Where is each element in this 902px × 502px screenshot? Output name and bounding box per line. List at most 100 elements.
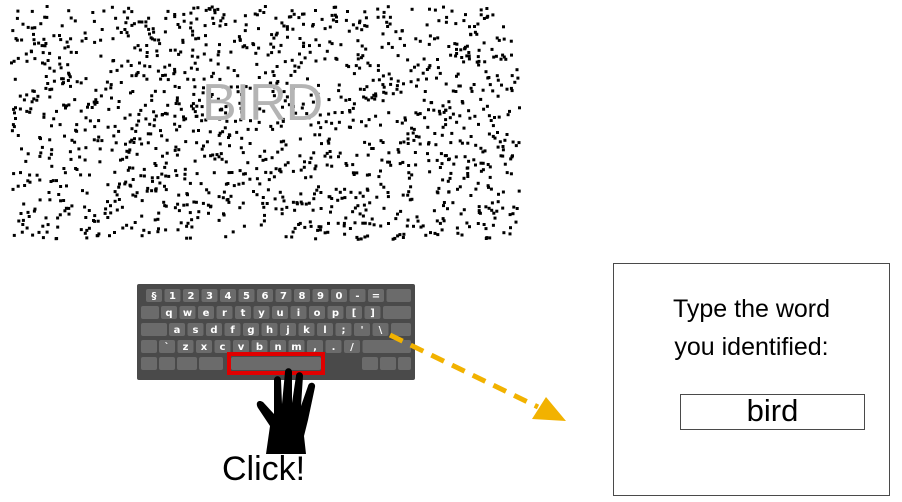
keyboard-key-label: r: [222, 308, 227, 319]
keyboard-key: [187, 323, 204, 336]
keyboard-key-label: -: [355, 291, 359, 302]
keyboard-key: [312, 289, 329, 302]
modifier-key: [391, 323, 411, 336]
keyboard-key: [224, 323, 241, 336]
keyboard-key: [327, 306, 344, 319]
keyboard-key-label: w: [183, 308, 192, 319]
keyboard-key-label: 8: [299, 291, 306, 302]
prompt-text: Type the word you identified:: [614, 290, 889, 366]
keyboard-key: [164, 289, 181, 302]
keyboard-key: [251, 340, 268, 353]
keyboard-key: [298, 323, 315, 336]
modifier-key: [199, 357, 223, 370]
spacebar-highlight: [227, 352, 325, 375]
spacebar-key: [231, 357, 321, 370]
keyboard-key: [331, 289, 347, 302]
keyboard-key-label: g: [247, 325, 254, 336]
noise-stimulus-panel: BIRD: [10, 5, 522, 242]
modifier-key: [362, 340, 411, 353]
modifier-key: [141, 357, 157, 370]
keyboard-key-label: b: [256, 342, 263, 353]
keyboard-key: [169, 323, 185, 336]
keyboard-key-label: 5: [243, 291, 250, 302]
keyboard-key-label: /: [350, 342, 354, 353]
keyboard-key: [294, 289, 310, 302]
keyboard-key-label: 6: [262, 291, 269, 302]
keyboard-key-label: q: [165, 308, 172, 319]
modifier-key: [386, 289, 411, 302]
modifier-key: [398, 357, 411, 370]
keyboard-key: [368, 289, 384, 302]
keyboard-key-label: ;: [342, 325, 346, 336]
keyboard-key-label: n: [274, 342, 281, 353]
keyboard-key: [201, 289, 218, 302]
keyboard-key: [349, 289, 366, 302]
keyboard-key-label: v: [238, 342, 245, 353]
keyboard-key: [214, 340, 231, 353]
keyboard-key: [253, 306, 270, 319]
keyboard-key-label: 3: [206, 291, 213, 302]
click-caption: Click!: [222, 450, 306, 488]
keyboard-key: [161, 306, 177, 319]
modifier-key: [177, 357, 197, 370]
keyboard-key: [354, 323, 370, 336]
keyboard-key: [238, 289, 255, 302]
keyboard-key-label: z: [183, 342, 189, 353]
keyboard-key-label: 0: [336, 291, 343, 302]
prompt-line-1: Type the word: [672, 295, 831, 323]
keyboard-key: [364, 306, 381, 319]
keyboard-key: [179, 306, 196, 319]
keyboard-key-label: ': [360, 325, 363, 336]
stimulus-word: BIRD: [202, 74, 323, 132]
keyboard-key: [233, 340, 249, 353]
keyboard-key-label: a: [174, 325, 181, 336]
keyboard-key: [146, 289, 162, 302]
keyboard-key: [261, 323, 278, 336]
keyboard-key: [288, 340, 305, 353]
keyboard-key-label: x: [201, 342, 208, 353]
keyboard-key-label: p: [332, 308, 339, 319]
keyboard-key-label: j: [285, 325, 289, 336]
prompt-line-2: you identified:: [674, 333, 829, 361]
keyboard-key: [235, 306, 251, 319]
modifier-key: [141, 340, 157, 353]
keyboard-key-label: [: [352, 308, 357, 319]
keyboard-key-label: \: [379, 325, 383, 336]
keyboard-key-label: 4: [225, 291, 232, 302]
modifier-key: [159, 357, 175, 370]
dashed-arrow-icon: [388, 332, 566, 421]
keyboard-key: [270, 340, 286, 353]
response-panel: Type the word you identified: bird: [613, 263, 890, 496]
keyboard-key: [280, 323, 296, 336]
keyboard-key: [220, 289, 236, 302]
keyboard-key: [372, 323, 389, 336]
keyboard-key-label: k: [303, 325, 310, 336]
keyboard-key: [272, 306, 288, 319]
keyboard-key: [307, 340, 323, 353]
keyboard-key-label: m: [291, 342, 301, 353]
keyboard-key-label: u: [276, 308, 283, 319]
modifier-key: [141, 323, 167, 336]
keyboard-key-label: c: [220, 342, 226, 353]
keyboard-key: [309, 306, 325, 319]
keyboard-key: [257, 289, 273, 302]
keyboard-key-label: d: [210, 325, 217, 336]
keyboard-key: [325, 340, 342, 353]
keyboard-key-label: s: [193, 325, 199, 336]
keyboard-key-label: .: [332, 342, 336, 353]
modifier-key: [362, 357, 378, 370]
modifier-key: [141, 306, 159, 319]
keyboard-key: [344, 340, 360, 353]
keyboard-key-label: e: [203, 308, 210, 319]
answer-input[interactable]: bird: [680, 394, 865, 430]
keyboard-key: [346, 306, 362, 319]
keyboard-key-label: 1: [169, 291, 176, 302]
random-dot-noise: [10, 5, 521, 241]
keyboard-key-label: 9: [317, 291, 324, 302]
keyboard-key: [243, 323, 259, 336]
keyboard-key: [196, 340, 212, 353]
keyboard-key: [206, 323, 222, 336]
keyboard-key-label: f: [230, 325, 235, 336]
